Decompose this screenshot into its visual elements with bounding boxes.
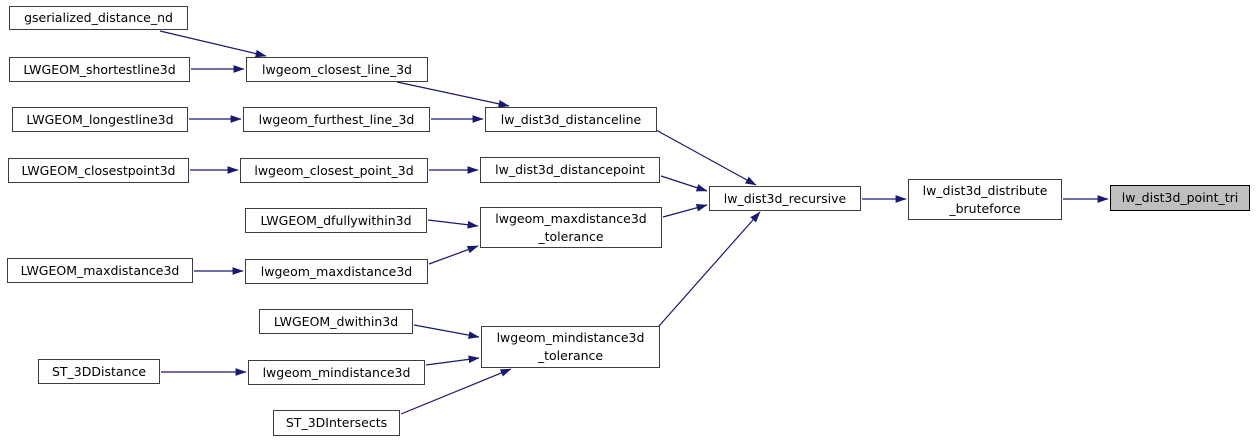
edge-lwgeom_maxdistance3d_tolerance-to-lw_dist3d_recursive [662, 204, 708, 218]
node-label: lwgeom_closest_point_3d [254, 162, 414, 178]
node-label: lw_dist3d_recursive [723, 190, 847, 206]
node-label: LWGEOM_dwithin3d [273, 313, 399, 329]
node-label: LWGEOM_closestpoint3d [21, 162, 176, 178]
edge-lw_dist3d_distancepoint-to-lw_dist3d_recursive [660, 175, 708, 192]
edge-gserialized_distance_nd-to-lwgeom_closest_line_3d [159, 30, 267, 58]
node-lwgeom_mindistance3d[interactable]: lwgeom_mindistance3d [248, 360, 425, 385]
node-gserialized_distance_nd[interactable]: gserialized_distance_nd [9, 6, 188, 30]
node-lw_dist3d_point_tri[interactable]: lw_dist3d_point_tri [1110, 185, 1250, 211]
node-lwgeom_maxdistance3d_tolerance[interactable]: lwgeom_maxdistance3d _tolerance [480, 207, 662, 248]
node-lw_dist3d_distancepoint[interactable]: lw_dist3d_distancepoint [480, 157, 660, 183]
node-label: LWGEOM_shortestline3d [23, 61, 176, 77]
node-lwgeom_closest_line_3d[interactable]: lwgeom_closest_line_3d [246, 57, 428, 82]
node-label: ST_3DIntersects [285, 415, 388, 430]
node-lwgeom_mindistance3d_tolerance[interactable]: lwgeom_mindistance3d _tolerance [481, 326, 660, 368]
edge-lwgeom_maxdistance3d-to-lwgeom_maxdistance3d_tolerance [428, 245, 479, 265]
edge-lwgeom_mindistance3d-to-lwgeom_mindistance3d_tolerance [425, 355, 480, 366]
node-label: lwgeom_maxdistance3d _tolerance [495, 210, 647, 244]
node-label: lwgeom_mindistance3d [262, 364, 411, 380]
node-ST_3DDistance[interactable]: ST_3DDistance [38, 359, 160, 384]
node-label: ST_3DDistance [51, 363, 147, 379]
node-LWGEOM_dwithin3d[interactable]: LWGEOM_dwithin3d [259, 309, 413, 334]
node-label: LWGEOM_maxdistance3d [20, 262, 180, 278]
node-label: lwgeom_mindistance3d _tolerance [496, 330, 645, 363]
edge-LWGEOM_dfullywithin3d-to-lwgeom_maxdistance3d_tolerance [427, 219, 479, 229]
edge-LWGEOM_dwithin3d-to-lwgeom_mindistance3d_tolerance [413, 324, 480, 339]
node-lw_dist3d_distribute_bruteforce[interactable]: lw_dist3d_distribute _bruteforce [908, 179, 1062, 220]
node-LWGEOM_shortestline3d[interactable]: LWGEOM_shortestline3d [9, 57, 190, 82]
edge-lwgeom_closest_line_3d-to-lw_dist3d_distanceline [396, 81, 510, 108]
node-label: LWGEOM_longestline3d [26, 111, 174, 127]
node-LWGEOM_closestpoint3d[interactable]: LWGEOM_closestpoint3d [8, 158, 189, 183]
node-LWGEOM_maxdistance3d[interactable]: LWGEOM_maxdistance3d [7, 258, 193, 283]
node-label: gserialized_distance_nd [24, 10, 173, 25]
node-label: lwgeom_furthest_line_3d [258, 111, 415, 127]
node-lw_dist3d_recursive[interactable]: lw_dist3d_recursive [709, 186, 861, 211]
node-LWGEOM_dfullywithin3d[interactable]: LWGEOM_dfullywithin3d [245, 208, 427, 233]
edge-lwgeom_mindistance3d_tolerance-to-lw_dist3d_recursive [658, 211, 761, 327]
node-lwgeom_maxdistance3d[interactable]: lwgeom_maxdistance3d [245, 259, 428, 284]
node-label: LWGEOM_dfullywithin3d [260, 212, 412, 228]
node-lwgeom_closest_point_3d[interactable]: lwgeom_closest_point_3d [240, 158, 428, 183]
node-LWGEOM_longestline3d[interactable]: LWGEOM_longestline3d [12, 107, 188, 132]
node-label: lwgeom_maxdistance3d [260, 263, 413, 279]
node-lwgeom_furthest_line_3d[interactable]: lwgeom_furthest_line_3d [243, 107, 430, 132]
node-label: lw_dist3d_distancepoint [495, 162, 645, 177]
node-label: lw_dist3d_distribute _bruteforce [922, 182, 1048, 216]
edge-lw_dist3d_distanceline-to-lw_dist3d_recursive [655, 129, 757, 186]
node-lw_dist3d_distanceline[interactable]: lw_dist3d_distanceline [485, 107, 657, 132]
node-label: lw_dist3d_point_tri [1121, 190, 1239, 205]
node-label: lwgeom_closest_line_3d [262, 61, 412, 77]
node-ST_3DIntersects[interactable]: ST_3DIntersects [273, 410, 400, 436]
node-label: lw_dist3d_distanceline [500, 111, 642, 127]
